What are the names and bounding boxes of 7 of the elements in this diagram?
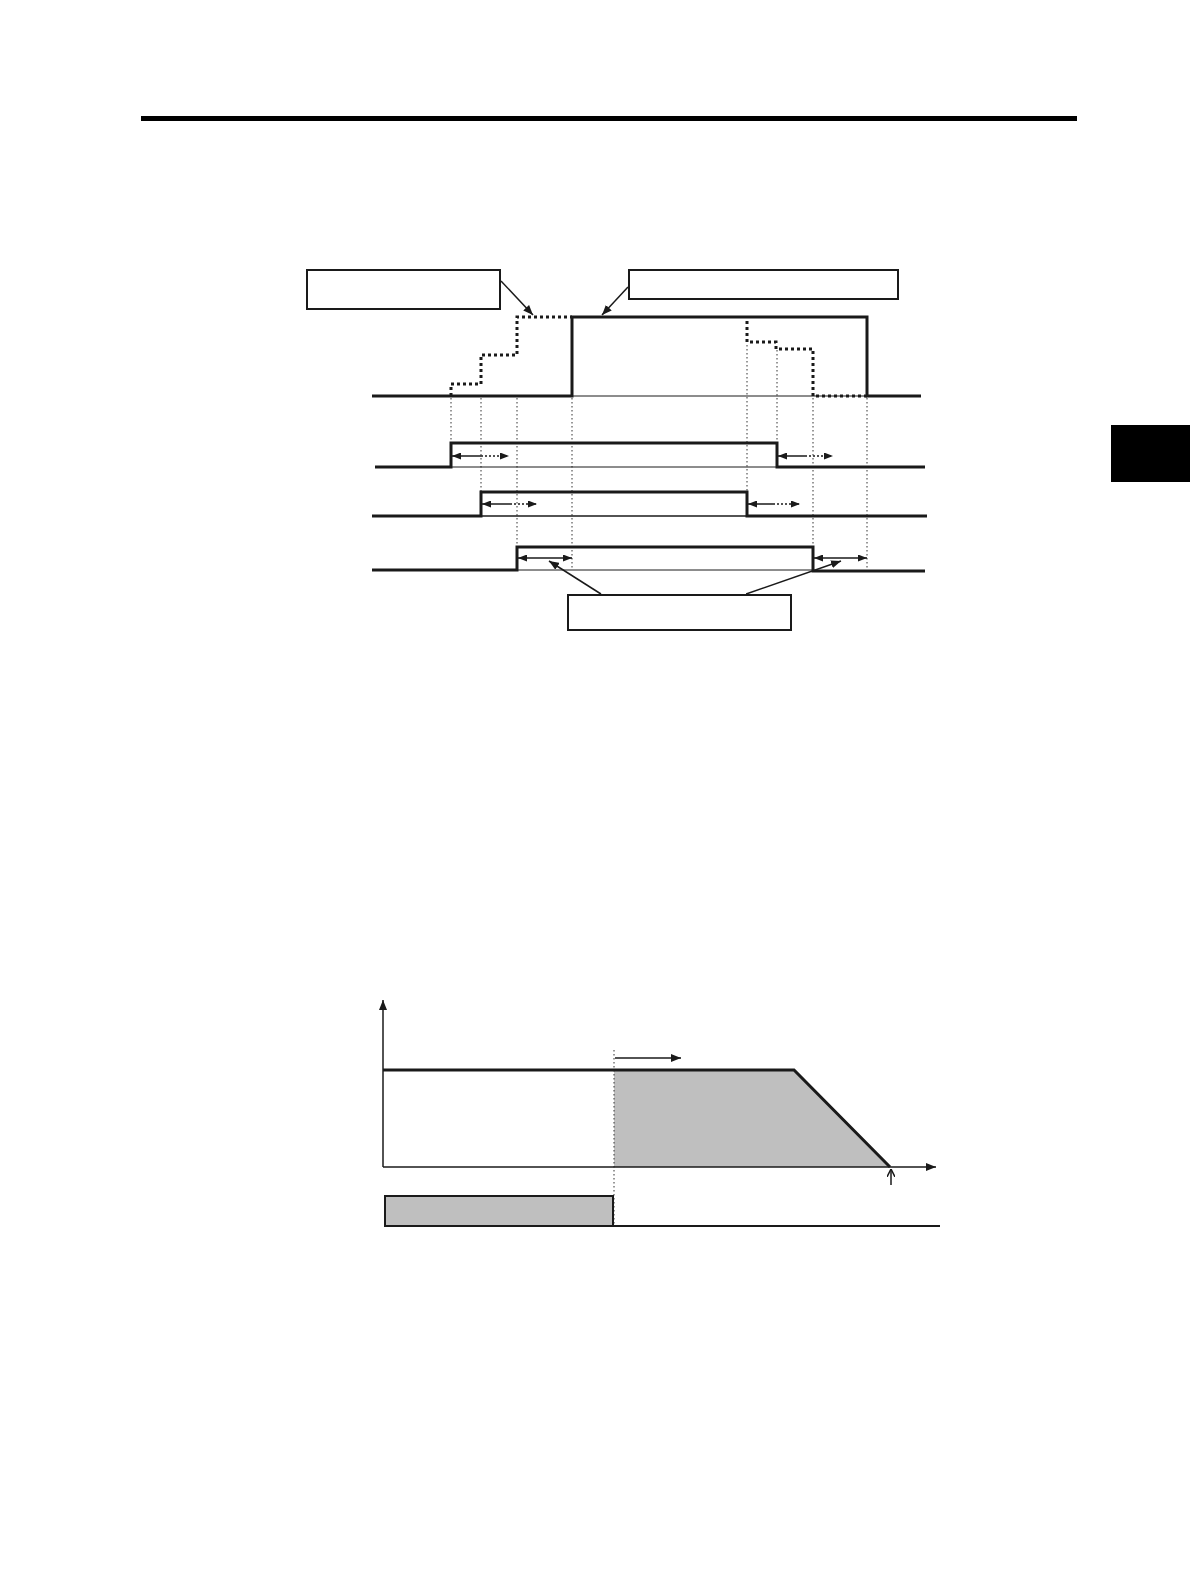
leader-line bbox=[601, 286, 629, 316]
callout-box bbox=[567, 594, 792, 631]
leader-line bbox=[500, 280, 534, 316]
callout-box bbox=[306, 269, 501, 310]
callout-box bbox=[628, 269, 899, 300]
leader-line bbox=[548, 560, 602, 595]
leader-line bbox=[745, 560, 842, 595]
